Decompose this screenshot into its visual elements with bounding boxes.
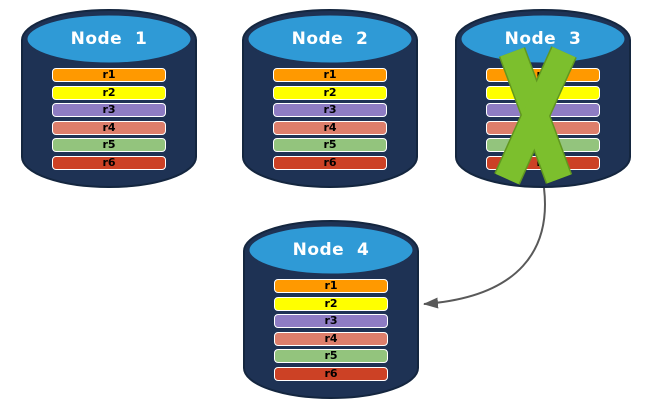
replica-bar: r5: [273, 138, 387, 152]
replica-bar: r4: [273, 120, 387, 135]
replica-bar: r4: [486, 120, 600, 135]
node-title: Node 1: [70, 29, 148, 49]
replica-bar: r3: [273, 103, 387, 117]
replica-bar: r2: [274, 296, 388, 311]
replica-bar: r2: [52, 85, 166, 100]
replica-bar: r4: [274, 331, 388, 346]
node-title: Node 3: [504, 29, 582, 49]
node-1: Node 1 r1 r2 r3 r4 r5 r6: [20, 8, 198, 190]
node-4: Node 4 r1 r2 r3 r4 r5 r6: [242, 219, 420, 401]
replica-bar: r5: [52, 138, 166, 152]
replica-bar: r1: [486, 68, 600, 82]
replica-stack: r1 r2 r3 r4 r5 r6: [273, 68, 387, 170]
failover-arrow-path: [423, 187, 546, 309]
replica-bar: r6: [274, 366, 388, 381]
replica-bar: r2: [273, 85, 387, 100]
node-3: Node 3 r1 r2 r3 r4 r5 r6: [454, 8, 632, 190]
replica-bar: r2: [486, 85, 600, 100]
replica-bar: r3: [274, 314, 388, 328]
replica-bar: r1: [273, 68, 387, 82]
replica-stack: r1 r2 r3 r4 r5 r6: [274, 279, 388, 381]
cylinder-top: [246, 223, 416, 277]
replica-bar: r1: [52, 68, 166, 82]
replica-bar: r3: [486, 103, 600, 117]
replica-bar: r6: [52, 155, 166, 170]
replica-bar: r6: [273, 155, 387, 170]
replica-bar: r4: [52, 120, 166, 135]
node-title: Node 4: [292, 240, 370, 260]
replica-bar: r1: [274, 279, 388, 293]
replica-bar: r3: [52, 103, 166, 117]
replica-bar: r6: [486, 155, 600, 170]
node-title: Node 2: [291, 29, 369, 49]
node-2: Node 2 r1 r2 r3 r4 r5 r6: [241, 8, 419, 190]
cylinder-top: [245, 12, 415, 66]
replica-stack: r1 r2 r3 r4 r5 r6: [486, 68, 600, 170]
cylinder-top: [24, 12, 194, 66]
replica-bar: r5: [486, 138, 600, 152]
replica-bar: r5: [274, 349, 388, 363]
replica-stack: r1 r2 r3 r4 r5 r6: [52, 68, 166, 170]
